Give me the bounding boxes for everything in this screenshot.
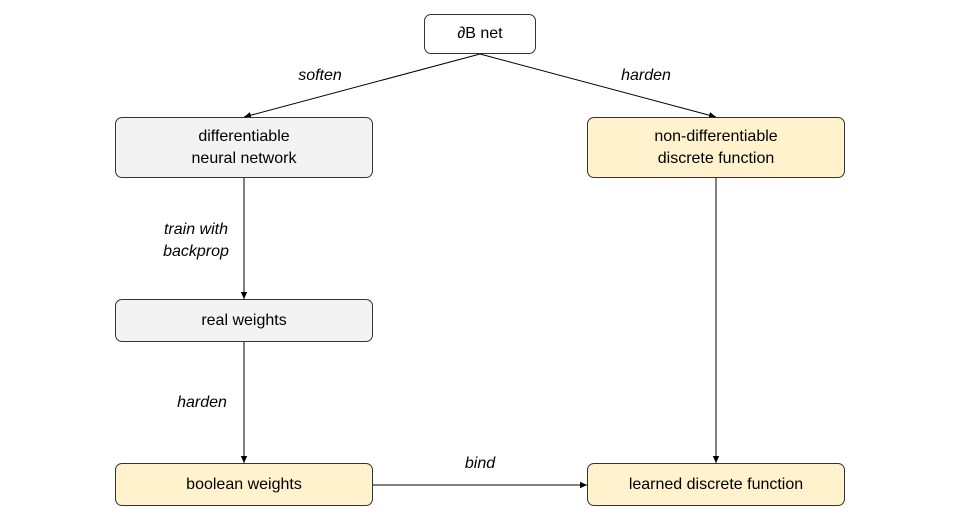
- node-differentiable-line2: neural network: [191, 149, 297, 167]
- edge-label-train-backprop: train with backprop: [140, 219, 252, 263]
- node-real-weights-label: real weights: [201, 311, 287, 329]
- edge-soften: [243, 53, 481, 119]
- edge-label-soften: soften: [298, 67, 342, 84]
- edge-label-train-line1: train with: [163, 221, 229, 238]
- node-non-differentiable-line1: non-differentiable: [654, 127, 778, 145]
- node-boolean-weights: boolean weights: [115, 463, 373, 506]
- node-db-net: ∂B net: [424, 14, 536, 54]
- node-real-weights: real weights: [115, 299, 373, 342]
- node-boolean-weights-label: boolean weights: [186, 475, 302, 493]
- node-differentiable-neural-network: differentiable neural network: [115, 117, 373, 178]
- node-differentiable-line1: differentiable: [198, 127, 290, 145]
- edge-label-harden-left: harden: [177, 394, 227, 411]
- node-db-net-label: ∂B net: [457, 25, 503, 42]
- edge-harden-right: [479, 53, 717, 119]
- node-non-differentiable-line2: discrete function: [657, 149, 775, 167]
- node-learned-discrete-function: learned discrete function: [587, 463, 845, 506]
- edge-label-harden-right: harden: [621, 67, 671, 84]
- node-non-differentiable-discrete-function: non-differentiable discrete function: [587, 117, 845, 178]
- edge-label-bind: bind: [464, 455, 496, 472]
- edge-label-train-line2: backprop: [163, 243, 229, 260]
- node-learned-discrete-function-label: learned discrete function: [628, 475, 804, 493]
